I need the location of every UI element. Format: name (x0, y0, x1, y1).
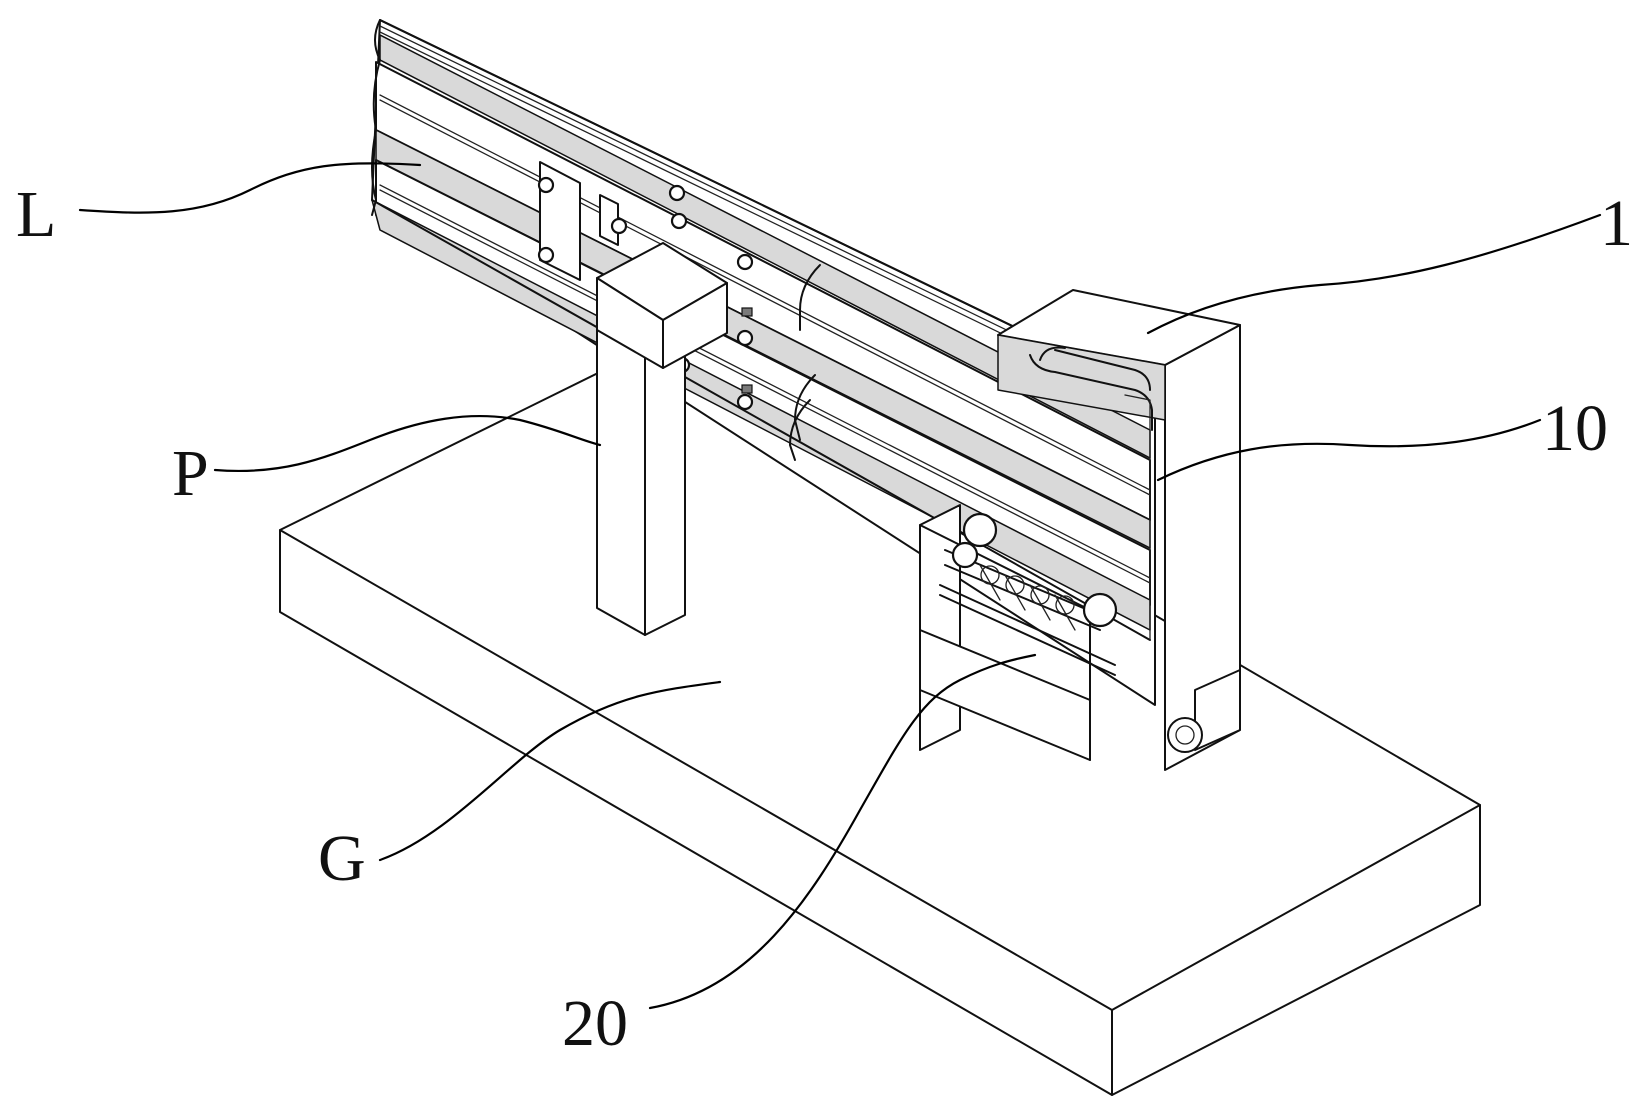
device-housing (997, 289, 1241, 771)
wheel (1167, 669, 1241, 753)
leader-line-20 (648, 653, 1037, 1010)
label-g: G (318, 822, 366, 895)
cleaning-unit (919, 504, 1118, 761)
label-p: P (172, 437, 209, 510)
bolts (537, 176, 754, 411)
leader-line-p (213, 415, 602, 473)
label-10: 10 (1542, 392, 1608, 465)
leader-line-10 (1156, 418, 1542, 482)
leader-line-1 (1146, 213, 1602, 335)
leader-line-l (78, 162, 422, 214)
label-1: 1 (1600, 187, 1633, 260)
label-20: 20 (562, 987, 628, 1060)
post (596, 242, 728, 636)
leader-line-g (378, 680, 722, 862)
label-l: L (16, 178, 56, 251)
